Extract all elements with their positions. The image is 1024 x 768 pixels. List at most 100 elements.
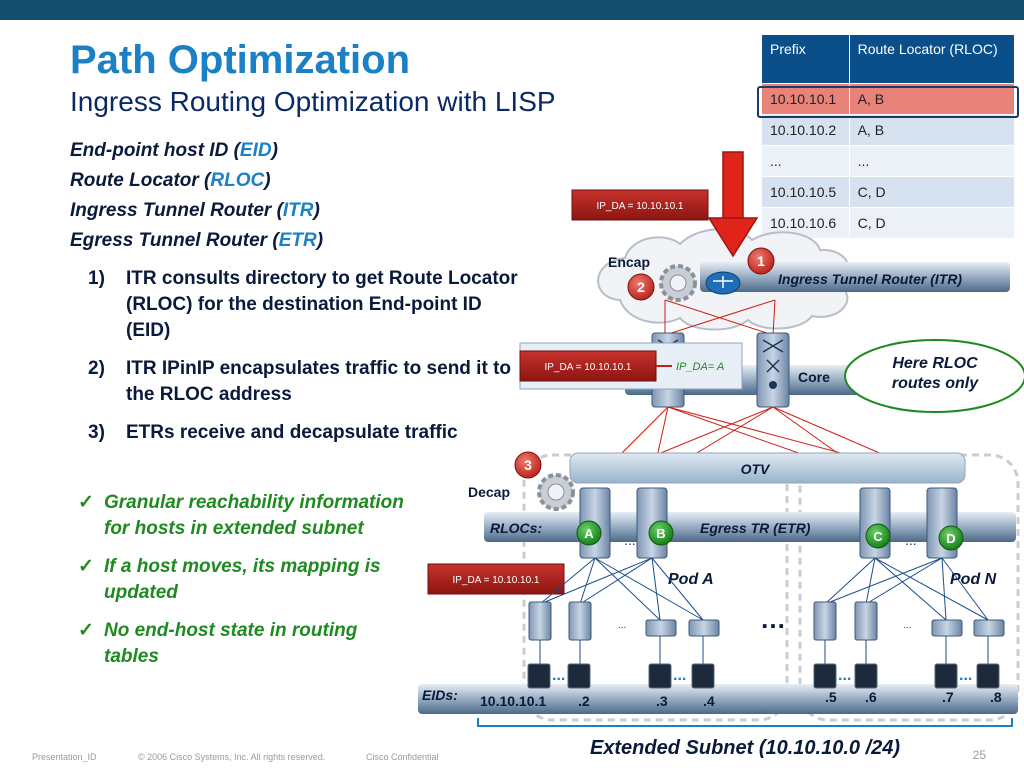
access-switch-icon [645, 619, 677, 637]
eid-label: .4 [703, 693, 715, 709]
term-prefix: Route Locator ( [70, 170, 211, 191]
term-acronym: RLOC [210, 170, 265, 191]
step-text: ITR IPinIP encapsulates traffic to send … [126, 358, 512, 405]
term-itr: Ingress Tunnel Router (ITR) [70, 196, 323, 226]
table-cell: A, B [848, 83, 1016, 115]
host-ellipsis: ... [673, 667, 686, 684]
term-eid: End-point host ID (EID) [70, 136, 323, 166]
ip-da-tag-inner [519, 350, 657, 382]
benefit-text: No end-host state in routing tables [104, 620, 358, 667]
svg-text:B: B [656, 526, 665, 541]
table-header-row: Prefix Route Locator (RLOC) [761, 34, 1016, 84]
step-number: 2) [88, 358, 105, 379]
step-text: ITR consults directory to get Route Loca… [126, 268, 518, 341]
svg-text:A: A [584, 526, 594, 541]
benefit-item: ✓ No end-host state in routing tables [78, 618, 408, 670]
page-subtitle: Ingress Routing Optimization with LISP [70, 86, 556, 117]
mapping-table: Prefix Route Locator (RLOC) 10.10.10.1 A… [761, 34, 1016, 239]
pod-n-label: Pod N [950, 571, 997, 588]
benefit-text: If a host moves, its mapping is updated [104, 556, 381, 603]
otv-pipe [569, 452, 966, 484]
table-row: 10.10.10.5 C, D [761, 176, 1016, 208]
term-rloc: Route Locator (RLOC) [70, 166, 323, 196]
rloc-b-badge: B [648, 520, 674, 546]
core-label: Core [798, 369, 830, 385]
highlight-outline [757, 86, 1019, 118]
table-cell: 10.10.10.1 [761, 83, 850, 115]
term-acronym: EID [239, 140, 272, 161]
step-3-badge: 3 [514, 451, 542, 479]
benefit-item: ✓ If a host moves, its mapping is updated [78, 554, 408, 606]
pod-a-access-links [539, 557, 704, 621]
footer-presentation-id: Presentation_ID [32, 752, 97, 762]
access-switch-icon [931, 619, 963, 637]
table-cell: C, D [848, 207, 1016, 239]
rlocs-label: RLOCs: [490, 520, 542, 536]
step-item: 3) ETRs receive and decapsulate traffic [88, 420, 528, 446]
checkmark-icon: ✓ [78, 620, 94, 641]
ip-da-outer-text: IP_DA= A [676, 361, 724, 373]
subnet-label: Extended Subnet (10.10.10.0 /24) [590, 737, 900, 759]
column-header: Route Locator (RLOC) [848, 34, 1016, 84]
top-banner [0, 0, 1024, 20]
access-switch-icon [813, 601, 837, 641]
step-text: ETRs receive and decapsulate traffic [126, 422, 458, 443]
table-row: 10.10.10.1 A, B [761, 83, 1016, 115]
table-cell: A, B [848, 114, 1016, 146]
step-item: 1)ITR consults directory to get Route Lo… [88, 266, 528, 344]
access-switch-icon [568, 601, 592, 641]
table-row: 10.10.10.2 A, B [761, 114, 1016, 146]
lookup-arrow-icon [707, 151, 759, 258]
eid-label: .8 [990, 689, 1002, 705]
column-header: Prefix [761, 34, 850, 84]
checkmark-icon: ✓ [78, 556, 94, 577]
benefit-text: Granular reachability information for ho… [104, 492, 404, 539]
step-2-badge: 2 [627, 273, 655, 301]
eids-label: EIDs: [422, 687, 458, 703]
term-suffix: ) [313, 200, 320, 221]
svg-text:1: 1 [757, 253, 765, 269]
pod-a-label: Pod A [668, 571, 714, 588]
rloc-a-badge: A [576, 520, 602, 546]
table-cell: 10.10.10.5 [761, 176, 850, 208]
term-acronym: ETR [278, 230, 317, 251]
steps-list: 1)ITR consults directory to get Route Lo… [88, 266, 528, 458]
step-item: 2) ITR IPinIP encapsulates traffic to sen… [88, 356, 528, 408]
decap-label: Decap [468, 484, 510, 500]
ip-da-tag-pod [427, 563, 565, 595]
benefits-list: ✓ Granular reachability information for h… [78, 490, 408, 682]
table-cell: ... [761, 145, 850, 177]
svg-text:D: D [946, 531, 955, 546]
eid-labels: 10.10.10.1 .2 .3 .4 .5 .6 .7 .8 [480, 689, 1002, 709]
page-title: Path Optimization [70, 38, 410, 82]
itr-core-links [664, 299, 776, 336]
more-pods-ellipsis: … [760, 604, 786, 634]
server-icon [648, 663, 672, 689]
rloc-c-badge: C [865, 523, 891, 549]
table-cell: C, D [848, 176, 1016, 208]
access-switches [528, 601, 1005, 641]
access-switch-icon [973, 619, 1005, 637]
svg-text:2: 2 [637, 279, 645, 295]
access-switch-icon [688, 619, 720, 637]
server-icon [976, 663, 1000, 689]
host-ellipsis: ... [838, 667, 851, 684]
link-glyph: ... [624, 532, 636, 548]
term-acronym: ITR [282, 200, 314, 221]
rloc-d-badge: D [938, 525, 964, 551]
term-prefix: End-point host ID ( [70, 140, 240, 161]
server-icon [854, 663, 878, 689]
server-icon [934, 663, 958, 689]
eid-label: .2 [578, 693, 590, 709]
svg-text:3: 3 [524, 457, 532, 473]
link-glyph: ... [903, 620, 911, 631]
core-switch-icon [756, 332, 790, 408]
table-cell: 10.10.10.2 [761, 114, 850, 146]
checkmark-icon: ✓ [78, 492, 94, 513]
svg-text:C: C [873, 529, 883, 544]
term-suffix: ) [264, 170, 271, 191]
step-number: 3) [88, 422, 105, 443]
